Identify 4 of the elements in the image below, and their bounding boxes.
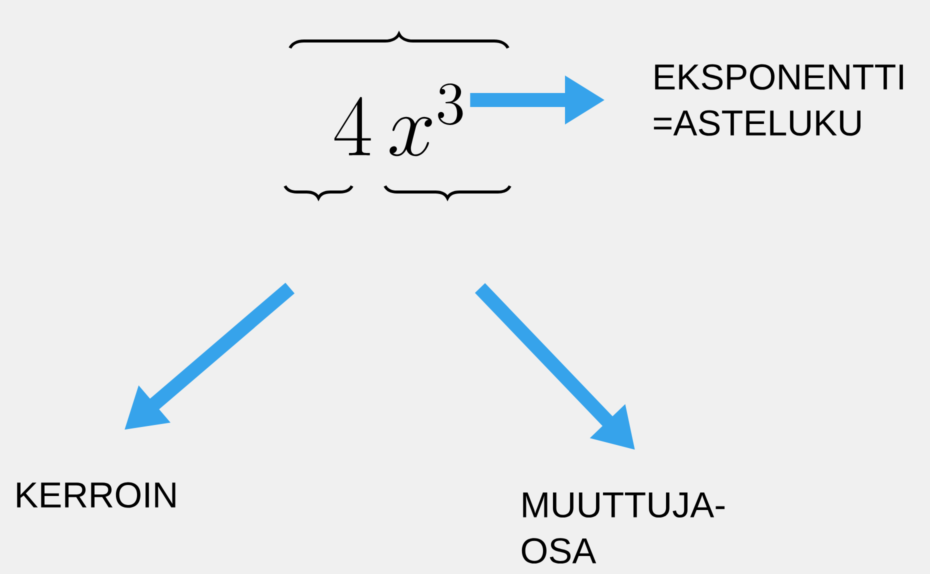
formula: $4\,x^{3}$ bbox=[334, 83, 463, 156]
label-text: EKSPONENTTI =ASTELUKU bbox=[654, 64, 903, 136]
label-text: MUUTTUJA-OSA bbox=[522, 492, 725, 564]
label-text: KERROIN bbox=[17, 482, 176, 508]
